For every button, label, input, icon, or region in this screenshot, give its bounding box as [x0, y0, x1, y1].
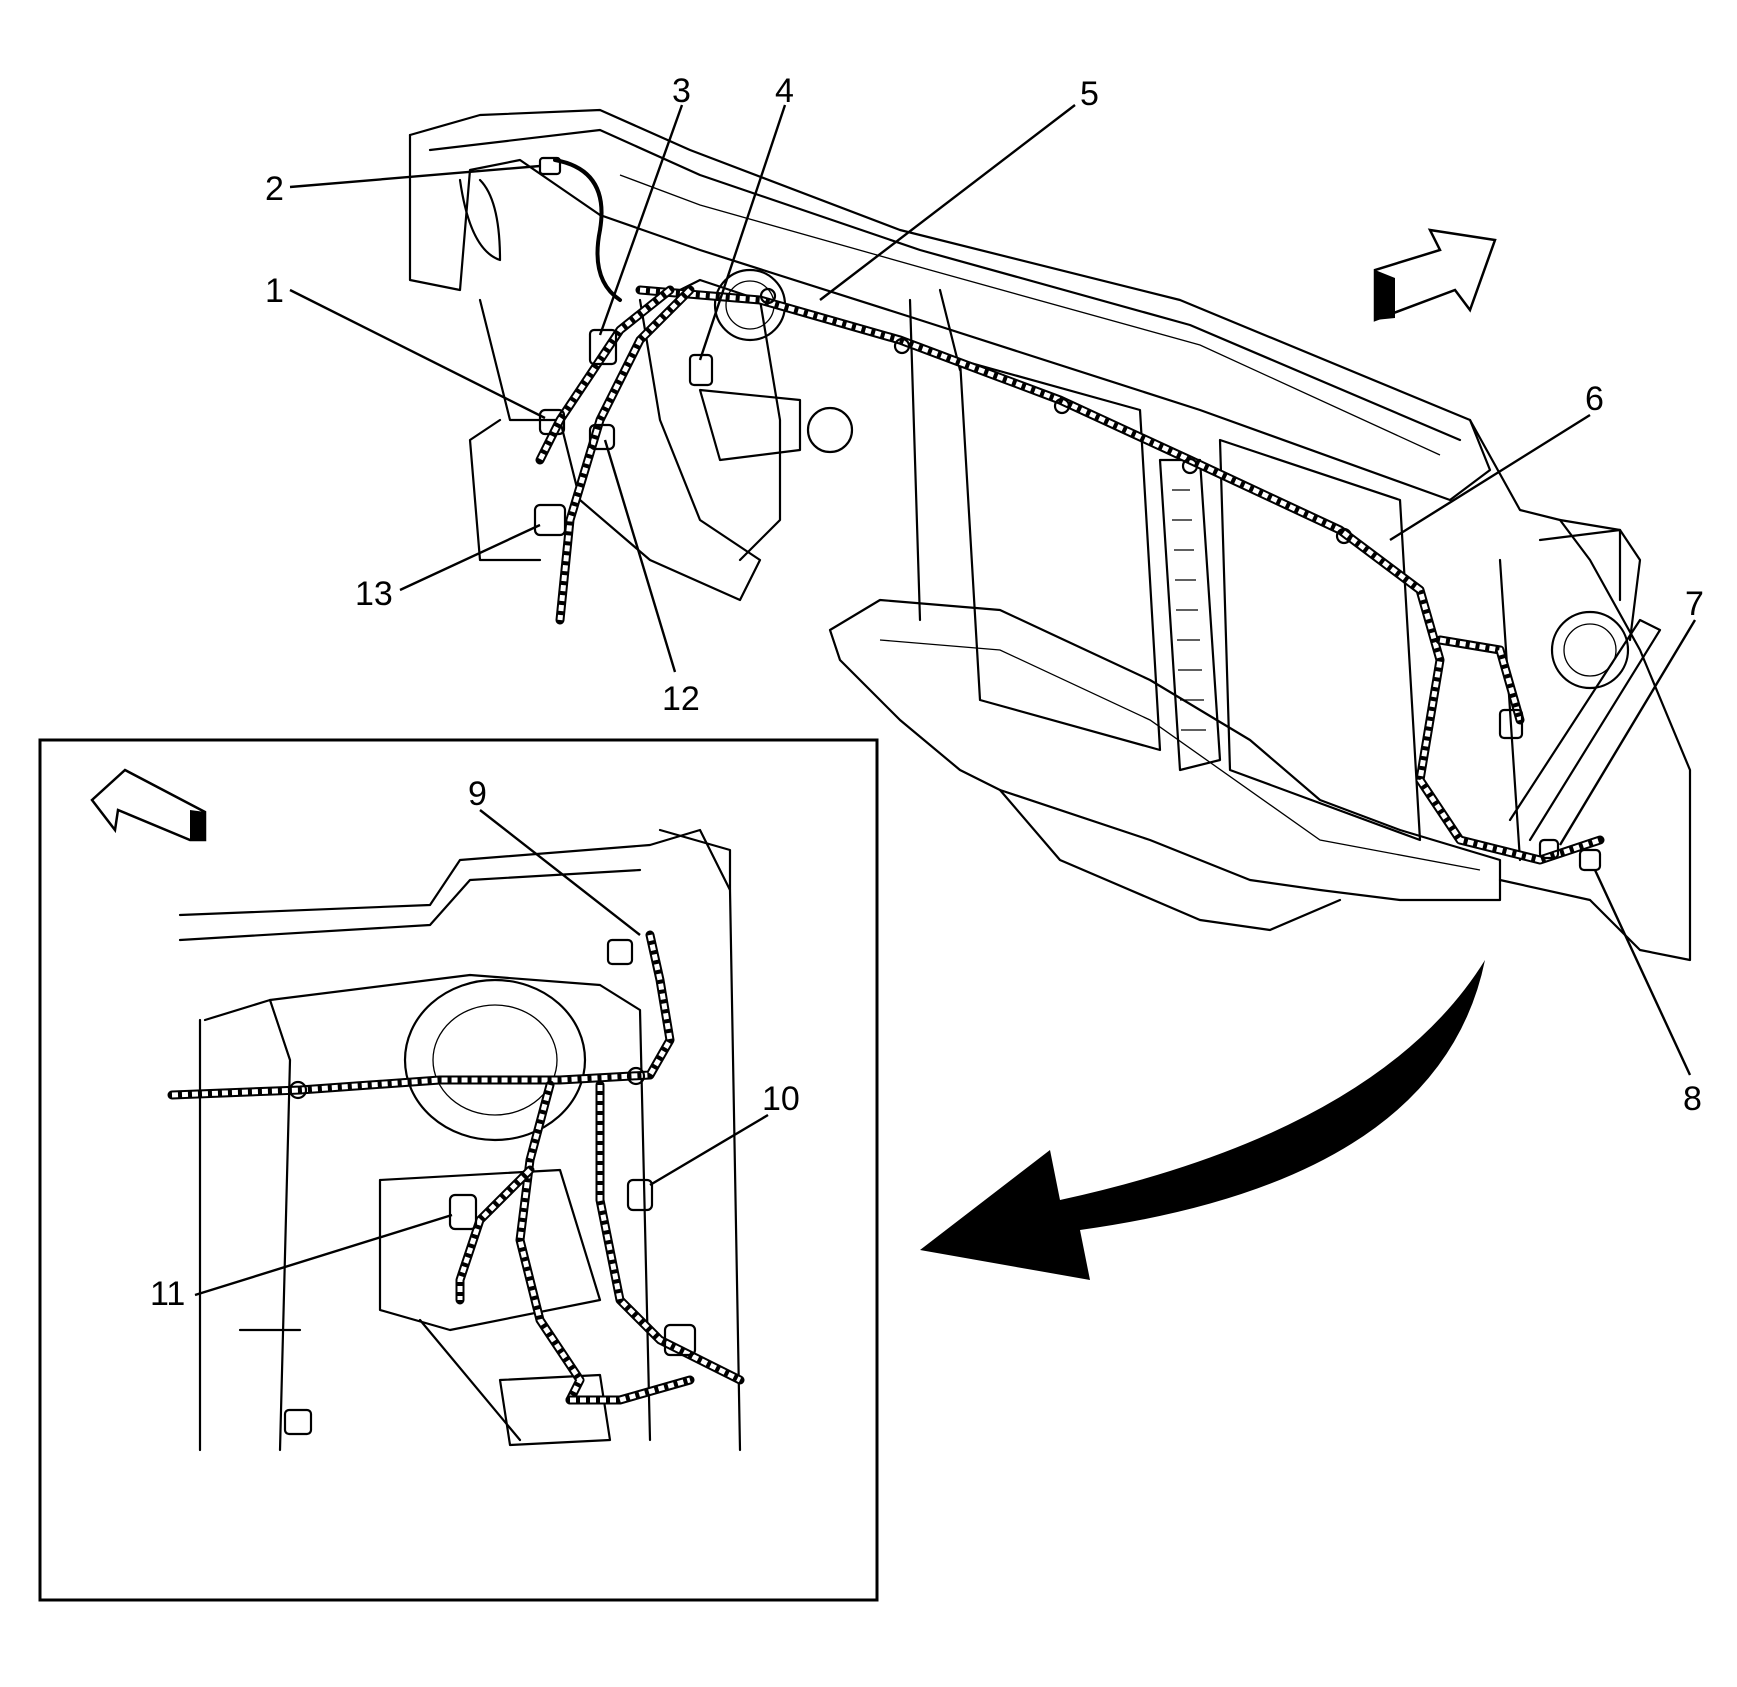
callout-6: 6: [1585, 380, 1604, 418]
direction-arrow-icon: [1373, 228, 1497, 322]
callout-5: 5: [1080, 75, 1099, 113]
radiator-support-assembly: [408, 108, 1692, 962]
callout-4: 4: [775, 72, 794, 110]
leader-lines-main: [289, 104, 1697, 1076]
curved-arrow-icon: [920, 960, 1485, 1280]
callout-12: 12: [662, 680, 700, 718]
bolt-9: [606, 938, 634, 966]
retainer-11: [448, 1193, 478, 1231]
callout-10: 10: [762, 1080, 800, 1118]
fastener-12: [588, 423, 616, 451]
callout-3: 3: [672, 72, 691, 110]
callout-9: 9: [468, 775, 487, 813]
callout-7: 7: [1685, 585, 1704, 623]
direction-arrow-icon: [90, 768, 207, 842]
detail-inset: [38, 738, 879, 1602]
callout-11: 11: [150, 1275, 185, 1313]
connector-13: [533, 503, 567, 537]
callout-1: 1: [265, 272, 284, 310]
callout-13: 13: [355, 575, 393, 613]
connector-8: [1578, 848, 1602, 872]
callout-8: 8: [1683, 1080, 1702, 1118]
callout-2: 2: [265, 170, 284, 208]
callout-labels: 1 2 3 4 5 6 7 8 9 10 11 12 13: [150, 72, 1704, 1313]
retainer-10: [626, 1178, 654, 1212]
fastener-1: [538, 408, 566, 436]
